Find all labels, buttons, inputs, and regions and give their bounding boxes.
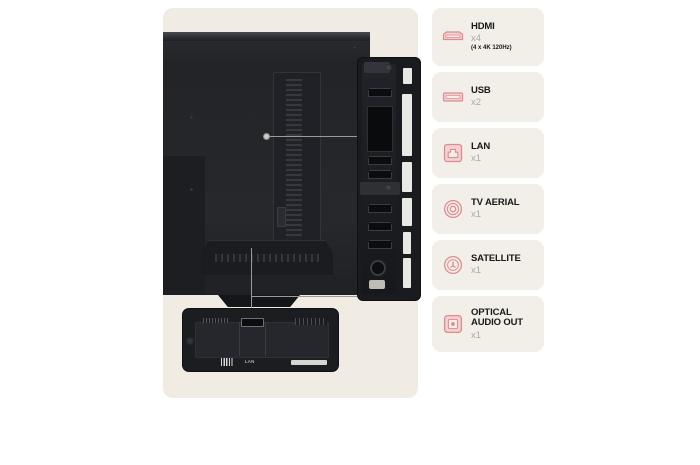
- spec-title: LAN: [471, 140, 491, 152]
- tv-top-bevel: [163, 32, 370, 41]
- spec-title: TV AERIAL: [471, 196, 520, 208]
- spec-title: USB: [471, 84, 491, 96]
- tv-recess-texture: [286, 79, 302, 239]
- side-hdmi-port: [368, 156, 392, 165]
- tv-vesa-recess: [273, 72, 321, 246]
- optical-audio-icon: [440, 311, 466, 337]
- callout-line-vertical: [251, 248, 252, 324]
- tv-recess-tab: [277, 207, 286, 227]
- side-hdmi-port: [368, 204, 392, 213]
- spec-text-lan: LAN x1: [471, 140, 491, 165]
- side-io-label-tag: [403, 232, 411, 254]
- spec-text-tv-aerial: TV AERIAL x1: [471, 196, 520, 221]
- bottom-io-lan-label: LAN: [245, 359, 255, 364]
- port-spec-list: HDMI x4 (4 x 4K 120Hz) USB x2: [432, 8, 544, 358]
- side-io-label-tag: [403, 68, 412, 84]
- side-io-label-tag: [402, 94, 412, 156]
- side-hdmi-port: [368, 170, 392, 179]
- spec-quantity: x1: [471, 209, 482, 221]
- spec-text-optical-audio-out: OPTICAL AUDIO OUT x1: [471, 306, 523, 341]
- tv-lower-left-section: [163, 156, 205, 295]
- tv-bottom-port-bay: [201, 240, 333, 275]
- spec-quantity: x1: [471, 329, 482, 341]
- spec-text-hdmi: HDMI x4 (4 x 4K 120Hz): [471, 20, 512, 53]
- spec-text-satellite: SATELLITE x1: [471, 252, 521, 277]
- spec-quantity: x1: [471, 153, 482, 165]
- spec-card-hdmi[interactable]: HDMI x4 (4 x 4K 120Hz): [432, 8, 544, 66]
- bottom-io-divider: [265, 322, 266, 356]
- tv-rear-body: [163, 32, 370, 295]
- spec-quantity: x1: [471, 265, 482, 277]
- spec-card-usb[interactable]: USB x2: [432, 72, 544, 122]
- satellite-coaxial-icon: [440, 252, 466, 278]
- tv-side-io-panel: [358, 58, 420, 300]
- side-io-label-tag: [402, 198, 412, 226]
- callout-line-horizontal: [267, 136, 359, 137]
- bottom-io-tray: [195, 322, 329, 358]
- side-hdmi-port: [368, 88, 392, 97]
- bottom-io-icon-grid: [221, 358, 233, 366]
- lan-port-icon: [440, 140, 466, 166]
- side-card-slot: [367, 106, 393, 152]
- side-optical-port: [369, 280, 385, 289]
- spec-title: SATELLITE: [471, 252, 521, 264]
- bottom-io-contact-strip: [203, 318, 229, 323]
- side-io-label-tag: [402, 162, 412, 192]
- usb-port-icon: [440, 84, 466, 110]
- coaxial-aerial-icon: [440, 196, 466, 222]
- bottom-io-screw: [186, 337, 194, 345]
- side-io-screw: [385, 184, 392, 191]
- side-io-mid-bracket: [360, 182, 400, 195]
- tv-bottom-io-detail: LAN: [183, 309, 338, 371]
- tv-stand-neck: [218, 295, 300, 307]
- side-io-screw: [385, 64, 392, 71]
- spec-note: (4 x 4K 120Hz): [471, 45, 512, 52]
- spec-card-tv-aerial[interactable]: TV AERIAL x1: [432, 184, 544, 234]
- bottom-io-vent: [295, 318, 327, 325]
- spec-card-lan[interactable]: LAN x1: [432, 128, 544, 178]
- side-hdmi-port: [368, 222, 392, 231]
- spec-title: OPTICAL AUDIO OUT: [471, 306, 523, 328]
- spec-quantity: x4: [471, 33, 482, 45]
- spec-text-usb: USB x2: [471, 84, 491, 109]
- spec-quantity: x2: [471, 97, 482, 109]
- bottom-io-label-tag: [291, 360, 327, 365]
- spec-card-satellite[interactable]: SATELLITE x1: [432, 240, 544, 290]
- side-hdmi-port: [368, 240, 392, 249]
- bottom-io-divider: [239, 322, 240, 356]
- tv-bay-label-strip: [215, 254, 319, 262]
- spec-title: HDMI: [471, 20, 495, 32]
- tv-screw-hole: [190, 188, 193, 191]
- callout-dot: [264, 134, 269, 139]
- tv-screw-hole: [353, 46, 356, 49]
- side-io-label-tag: [403, 258, 411, 288]
- hdmi-port-icon: [440, 24, 466, 50]
- callout-line-horizontal-lower: [251, 296, 367, 297]
- bottom-io-usb-port: [241, 318, 264, 327]
- spec-card-optical-audio-out[interactable]: OPTICAL AUDIO OUT x1: [432, 296, 544, 352]
- side-io-top-cap: [364, 62, 390, 73]
- tv-screw-hole: [190, 116, 193, 119]
- side-io-rail: [362, 64, 396, 294]
- side-coaxial-port: [370, 260, 386, 276]
